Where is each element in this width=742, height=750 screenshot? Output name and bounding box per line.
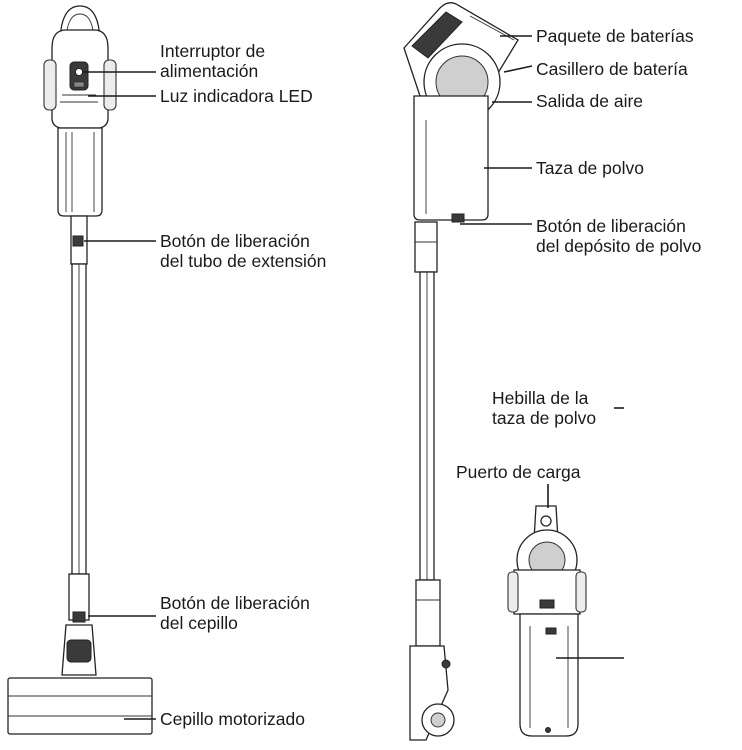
label-dust-release: Botón de liberación del depósito de polv… — [536, 216, 701, 256]
label-brush-release-line1: Botón de liberación — [160, 593, 310, 613]
label-tube-release-line2: del tubo de extensión — [160, 251, 327, 271]
label-dust-buckle-line2: taza de polvo — [492, 408, 597, 428]
dust-buckle-shape — [545, 627, 557, 635]
label-brush-release-line2: del cepillo — [160, 613, 238, 633]
rear-view-vacuum — [507, 505, 587, 737]
label-brush-release: Botón de liberación del cepillo — [160, 593, 310, 633]
label-tube-release-line1: Botón de liberación — [160, 231, 310, 251]
label-battery-slot: Casillero de batería — [536, 59, 688, 79]
tube-release-shape — [72, 235, 84, 247]
side-view-vacuum — [403, 2, 519, 741]
label-air-outlet: Salida de aire — [536, 91, 644, 111]
label-dust-release-line2: del depósito de polvo — [536, 236, 702, 256]
label-charge-port: Puerto de carga — [456, 462, 581, 482]
label-dust-cup: Taza de polvo — [536, 158, 644, 178]
label-motor-brush: Cepillo motorizado — [160, 709, 305, 729]
front-view-vacuum — [7, 5, 153, 735]
label-led-light: Luz indicadora LED — [160, 86, 313, 106]
leader-lines — [82, 35, 624, 720]
brush-release-shape — [72, 611, 86, 623]
label-dust-buckle-line1: Hebilla de la — [492, 388, 589, 408]
label-power-switch-line2: alimentación — [160, 61, 259, 81]
label-tube-release: Botón de liberación del tubo de extensió… — [160, 231, 326, 271]
motor-brush-shape — [7, 677, 153, 735]
label-battery-pack: Paquete de baterías — [536, 26, 694, 46]
label-dust-buckle: Hebilla de la taza de polvo — [492, 388, 596, 428]
charge-port-shape — [540, 515, 552, 527]
side-grip-left — [43, 59, 57, 111]
label-power-switch-line1: Interruptor de — [160, 41, 266, 61]
label-dust-release-line1: Botón de liberación — [536, 216, 686, 236]
leader-battery-slot — [503, 65, 533, 73]
label-power-switch: Interruptor de alimentación — [160, 41, 265, 81]
side-grip-right — [103, 59, 117, 111]
